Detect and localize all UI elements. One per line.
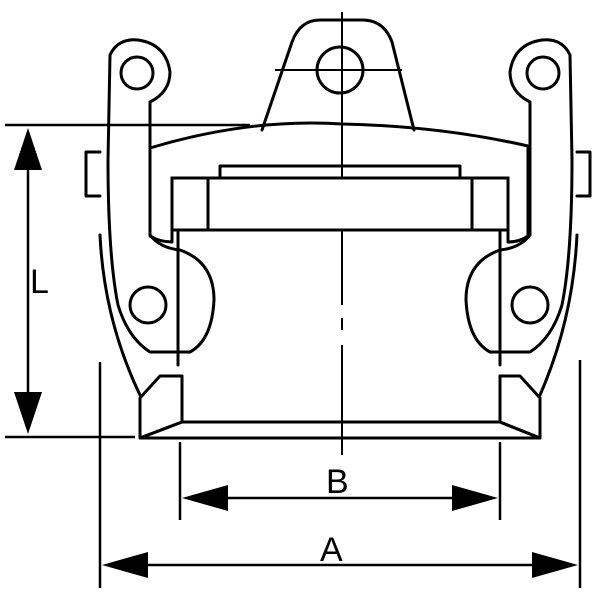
b-arrow-left [182,485,228,511]
lower-adapter [138,374,542,440]
a-arrow-left [102,552,148,578]
gasket [170,176,510,232]
dimension-l: L [5,123,250,439]
right-cam-arm [464,38,574,354]
left-arm-pivot-hole [128,285,168,325]
left-cam-arm [106,38,216,354]
l-arrow-top [14,128,42,170]
dimension-l-label: L [30,263,49,301]
a-arrow-right [532,552,578,578]
b-arrow-right [452,485,498,511]
dimension-b-label: B [326,463,349,501]
outer-shell [84,150,592,397]
dimension-a: A [98,360,582,588]
right-arm-top-hole [525,55,561,91]
top-lug [260,18,416,132]
left-arm-top-hole [119,55,155,91]
dimension-a-label: A [320,531,343,569]
dimension-b: B [178,442,502,520]
l-arrow-bottom [14,392,42,434]
right-arm-pivot-hole [510,285,550,325]
